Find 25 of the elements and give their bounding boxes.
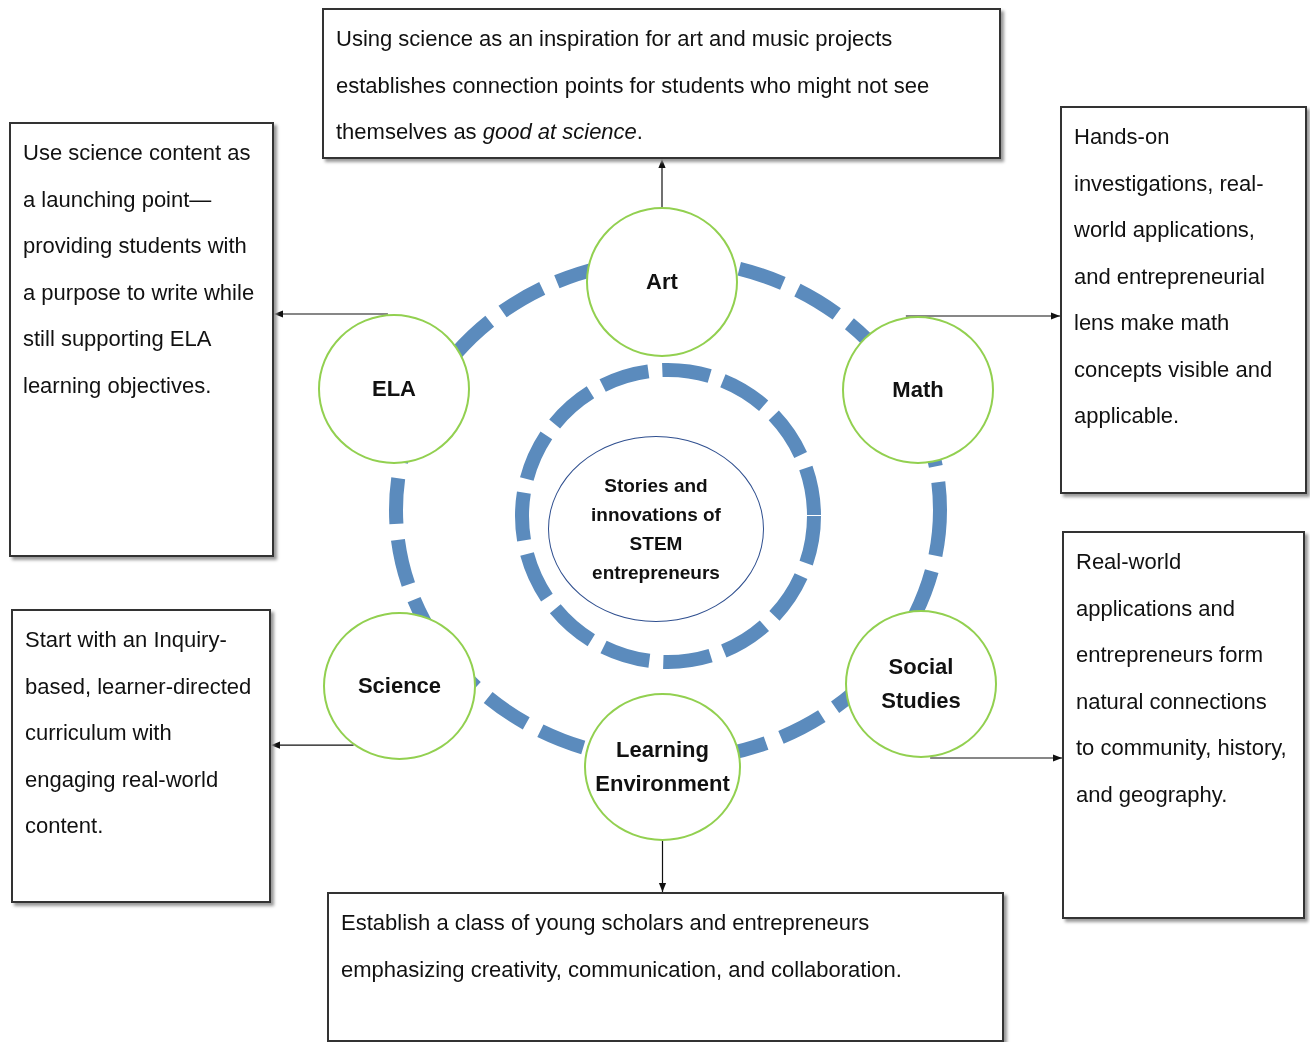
node-text: Establish a class of young scholars and entrepreneurs emphasizing creativity, communication, and collaboration. xyxy=(341,909,903,984)
node-text: Use science content as a launching point—providing students with a purpose to write while still supporting ELA learning objectives. xyxy=(23,139,256,400)
node-text: Learning Environment xyxy=(594,736,731,798)
node-text: Start with an Inquiry-based, learner-directed curriculum with engaging real-world content. xyxy=(25,626,253,840)
node-text: Stories and innovations of STEM entrepreneurs xyxy=(590,474,722,585)
text-box xyxy=(327,892,1004,1042)
node-text: Art xyxy=(646,268,678,296)
node-text: Hands-on investigations, real-world applications, and entrepreneurial lens make math concepts visible and applicable. xyxy=(1074,123,1274,430)
arrow xyxy=(905,312,1061,320)
node-text: Science xyxy=(357,672,442,700)
arrow xyxy=(273,310,389,318)
node-text: ELA xyxy=(372,375,416,403)
text-box xyxy=(322,8,1001,159)
arrow xyxy=(658,840,667,893)
node-text: Social Studies xyxy=(880,653,962,715)
text-box xyxy=(11,609,271,903)
text-box xyxy=(9,122,274,557)
arrow xyxy=(270,741,355,749)
node-text: Math xyxy=(892,376,944,404)
arrow xyxy=(658,158,666,208)
node-text: Real-world applications and entrepreneurs form natural connections to community, history, and geography. xyxy=(1076,548,1288,809)
text-box xyxy=(1062,531,1305,919)
arrow xyxy=(929,754,1063,762)
text-box xyxy=(1060,106,1307,494)
node-text: Using science as an inspiration for art and music projects establishes connection points for students who might not see themselves as good at science. xyxy=(336,25,931,146)
